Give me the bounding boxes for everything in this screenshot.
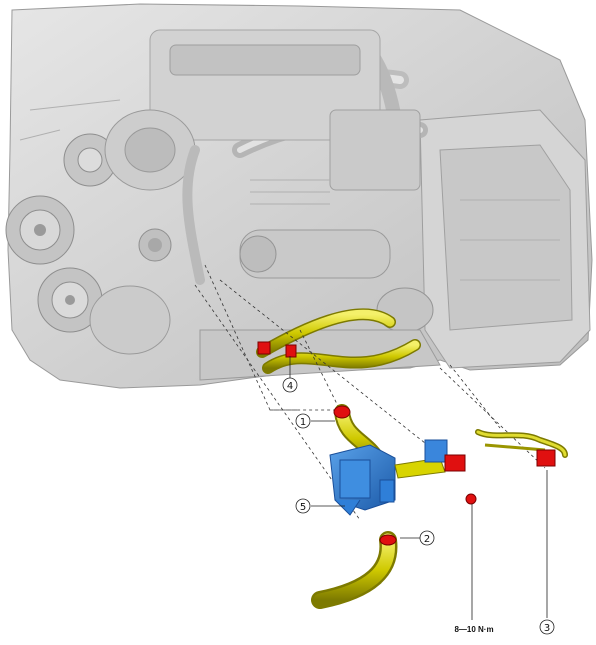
callout-1: 1 — [295, 413, 311, 429]
leader-lines — [194, 264, 546, 521]
callout-5-label: 5 — [300, 502, 306, 513]
callout-4-label: 4 — [287, 381, 293, 392]
callout-1-label: 1 — [300, 417, 306, 428]
thermostat-housing-part-5 — [329, 439, 466, 516]
callout-4: 4 — [282, 377, 298, 393]
callout-5: 5 — [295, 498, 311, 514]
coolant-pipe-part-3 — [475, 429, 568, 467]
callout-3: 3 — [539, 619, 555, 635]
installed-coolant-hose — [256, 308, 421, 374]
torque-spec-label: 8—10 N·m — [454, 625, 493, 634]
callout-3-label: 3 — [544, 623, 550, 634]
bolt — [465, 493, 477, 505]
lower-hose-part-2 — [311, 531, 398, 609]
callout-leaders — [289, 356, 548, 620]
callout-2: 2 — [419, 530, 435, 546]
engine-assembly — [5, 3, 593, 389]
callout-2-label: 2 — [424, 534, 430, 545]
